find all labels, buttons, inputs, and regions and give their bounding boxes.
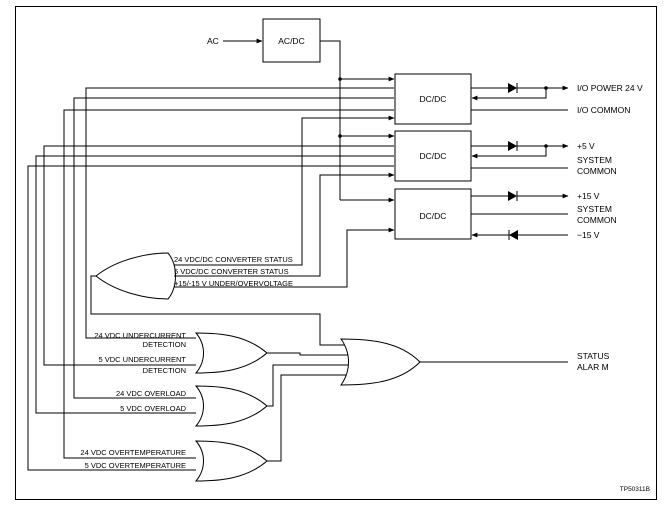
- minus15-output: [471, 230, 568, 240]
- conv5-status-label: 5 VDC/DC CONVERTER STATUS: [174, 267, 289, 276]
- dcdc-15v-label: DC/DC: [420, 211, 447, 221]
- dcdc-5v-label: DC/DC: [420, 151, 447, 161]
- overload-gate-output-wire: [267, 364, 352, 407]
- conv24-status-label: 24 VDC/DC CONVERTER STATUS: [174, 255, 293, 264]
- minus15-label: −15 V: [577, 230, 600, 240]
- sense-wire-under24: [85, 87, 394, 339]
- plus5-label: +5 V: [577, 141, 595, 151]
- system-common-1-label-b: COMMON: [577, 166, 617, 176]
- dcdc-24v-label: DC/DC: [420, 94, 447, 104]
- sense-wire-over5: [35, 155, 394, 414]
- dcdc-block-5v: DC/DC: [394, 130, 472, 182]
- under5-label-b: DETECTION: [143, 366, 186, 375]
- io-power-output: [471, 83, 569, 101]
- diode-icon: [508, 191, 517, 201]
- sense-wire-over24: [73, 97, 394, 399]
- sense-wire-temp5: [27, 165, 394, 471]
- io-common-label: I/O COMMON: [577, 105, 630, 115]
- sense-wire-under5: [43, 145, 394, 366]
- diode-icon: [508, 141, 517, 151]
- under5-label-a: 5 VDC UNDERCURRENT: [98, 355, 186, 364]
- status-gate-output-wire: [90, 275, 350, 346]
- system-common-1-label-a: SYSTEM: [577, 155, 612, 165]
- status-alarm-or-gate: [340, 338, 421, 386]
- overtemperature-or-gate: [194, 440, 268, 482]
- converter-status-or-gate: [95, 252, 176, 300]
- diagram-frame: [15, 6, 657, 500]
- pm15-status-label: +15/-15 V UNDER/OVERVOLTAGE: [174, 279, 293, 288]
- system-common-2-label-b: COMMON: [577, 215, 617, 225]
- status-alarm-label-b: ALAR M: [577, 362, 609, 372]
- system-common-2-label-a: SYSTEM: [577, 204, 612, 214]
- over24-label: 24 VDC OVERLOAD: [116, 389, 187, 398]
- figure-id: TP50311B: [620, 486, 650, 493]
- dcdc-block-15v: DC/DC: [394, 188, 472, 240]
- conv5-status-wire: [174, 172, 395, 277]
- overtemperature-gate-output-wire: [267, 374, 350, 462]
- plus15-label: +15 V: [577, 191, 600, 201]
- acdc-label: AC/DC: [278, 36, 304, 46]
- ac-input-label: AC: [207, 36, 219, 46]
- plus5-output: [471, 141, 569, 159]
- io-power-label: I/O POWER 24 V: [577, 83, 643, 93]
- conv24-status-wire: [174, 115, 395, 266]
- overload-or-gate: [194, 385, 268, 427]
- undercurrent-gate-output-wire: [267, 352, 352, 356]
- under24-label-a: 24 VDC UNDERCURRENT: [94, 331, 186, 340]
- acdc-output-bus: [320, 40, 395, 203]
- status-alarm-label-a: STATUS: [577, 351, 610, 361]
- temp24-label: 24 VDC OVERTEMPERATURE: [80, 448, 186, 457]
- plus15-output: [471, 191, 569, 201]
- temp5-label: 5 VDC OVERTEMPERATURE: [85, 461, 186, 470]
- sense-wire-temp24: [63, 109, 394, 459]
- over5-label: 5 VDC OVERLOAD: [120, 404, 186, 413]
- undercurrent-or-gate: [194, 332, 268, 374]
- diode-icon: [508, 83, 517, 93]
- diode-icon: [509, 230, 518, 240]
- dcdc-block-24v: DC/DC: [394, 73, 472, 125]
- acdc-block: AC/DC: [262, 18, 321, 63]
- under24-label-b: DETECTION: [143, 340, 186, 349]
- pm15-status-wire: [174, 227, 395, 288]
